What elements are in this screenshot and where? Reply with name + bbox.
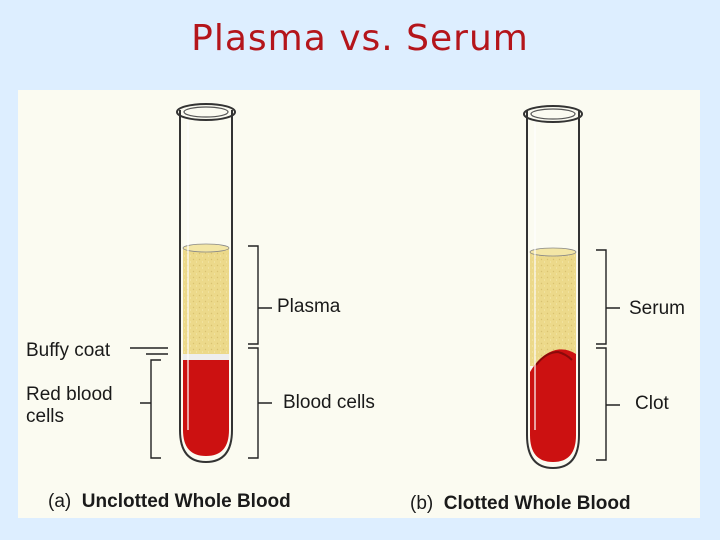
blood-cells-label: Blood cells <box>283 392 375 413</box>
plasma-label: Plasma <box>277 296 341 317</box>
left-tube <box>176 103 236 464</box>
buffy-coat-layer <box>183 354 229 360</box>
caption-a-letter: (a) <box>48 491 72 512</box>
serum-label: Serum <box>629 298 685 319</box>
serum-layer <box>530 252 576 366</box>
right-tube <box>523 105 583 470</box>
caption-b-letter: (b) <box>410 493 434 514</box>
buffy-pointer <box>130 347 168 355</box>
clot-layer <box>530 349 576 462</box>
clot-label: Clot <box>635 393 669 414</box>
caption-b-text: Clotted Whole Blood <box>443 493 631 514</box>
blood-cells-bracket <box>248 347 272 459</box>
slide-title: Plasma vs. Serum <box>191 18 529 59</box>
tubes-illustration <box>130 103 620 470</box>
caption-b: (b) Clotted Whole Blood <box>410 493 631 515</box>
right-brackets <box>596 249 620 461</box>
left-brackets <box>130 245 272 459</box>
serum-bracket <box>596 249 620 345</box>
clot-bracket <box>596 347 620 461</box>
caption-a: (a) Unclotted Whole Blood <box>48 491 291 513</box>
red-blood-cells-label: Red blood cells <box>26 384 113 427</box>
plasma-bracket <box>248 245 272 345</box>
figure-panel: Plasma Blood cells Buffy coat Red blood … <box>18 90 700 518</box>
plasma-layer <box>183 248 229 358</box>
caption-a-text: Unclotted Whole Blood <box>81 491 291 512</box>
red-cells-layer <box>183 360 229 456</box>
buffy-coat-label: Buffy coat <box>26 340 111 361</box>
rbc-bracket <box>140 359 161 459</box>
